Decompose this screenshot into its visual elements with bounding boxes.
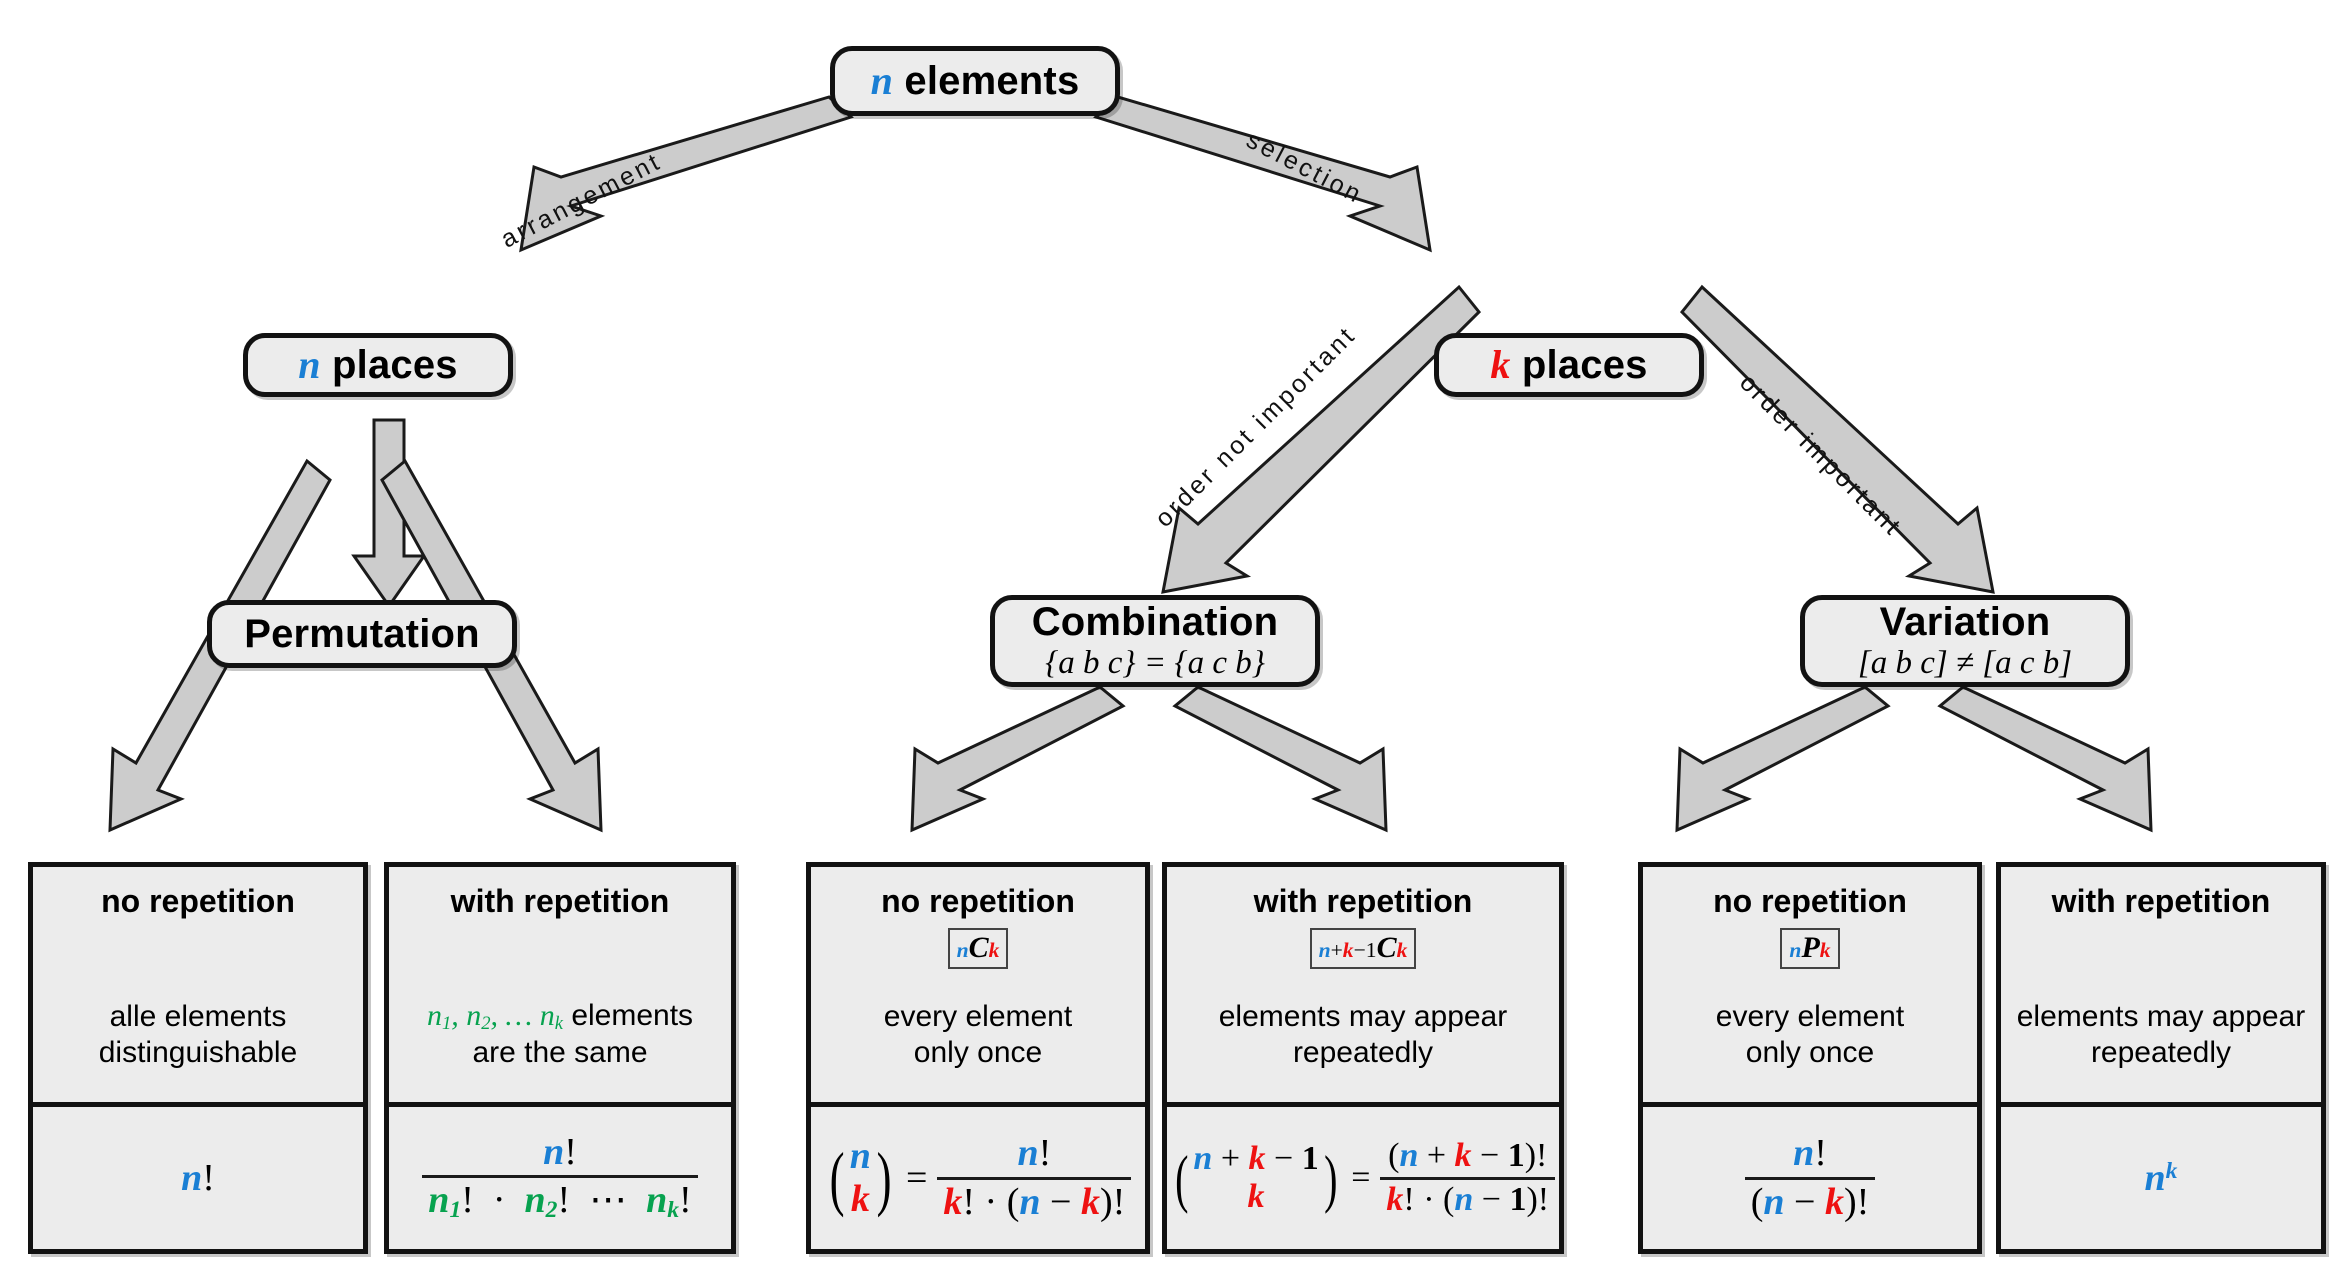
n-places-label: places — [332, 343, 458, 387]
node-combination-label: Combination — [1031, 599, 1279, 644]
leaf-description: elements may appear repeatedly — [2016, 999, 2306, 1070]
leaf-formula: n! — [181, 1157, 215, 1199]
node-n-places[interactable]: n places — [243, 333, 513, 397]
node-n-elements[interactable]: n elements — [830, 46, 1120, 116]
node-n-places-label: n places — [298, 342, 458, 387]
arrow-selection — [1093, 95, 1432, 253]
arrow-order-important — [1679, 284, 1995, 594]
root-var: n — [870, 58, 894, 103]
arrow-variation-no-repetition — [1675, 685, 1891, 833]
leaf-head: no repetition — [1713, 883, 1907, 919]
leaf-description: alle elements distinguishable — [98, 999, 298, 1070]
leaf-description: every element only once — [883, 999, 1073, 1070]
arrow-variation-with-repetition — [1937, 685, 2153, 833]
node-permutation-label: Permutation — [244, 612, 480, 656]
leaf-upper: no repetition nCk every element only onc… — [811, 867, 1145, 1107]
leaf-lower: n! n1! · n2! ⋯ nk! — [389, 1107, 731, 1249]
k-places-label: places — [1521, 343, 1648, 387]
node-permutation[interactable]: Permutation — [207, 600, 517, 668]
leaf-combination-with-repetition[interactable]: with repetition n+k−1Ck elements may app… — [1162, 862, 1564, 1254]
node-k-places[interactable]: k places — [1434, 333, 1704, 397]
leaf-upper: with repetition n+k−1Ck elements may app… — [1167, 867, 1559, 1107]
leaf-head: no repetition — [881, 883, 1075, 919]
node-k-places-label: k places — [1490, 342, 1648, 387]
leaf-head: no repetition — [101, 883, 295, 919]
leaf-description: elements may appear repeatedly — [1218, 999, 1508, 1070]
leaf-combination-no-repetition[interactable]: no repetition nCk every element only onc… — [806, 862, 1150, 1254]
leaf-formula: n! (n − k)! — [1744, 1133, 1876, 1222]
arrow-order-not-important — [1161, 284, 1482, 594]
leaf-symbol-npkm1Ck: n+k−1Ck — [1309, 928, 1417, 969]
leaf-upper: no repetition alle elements distinguisha… — [33, 867, 363, 1107]
leaf-upper: with repetition elements may appear repe… — [2001, 867, 2321, 1107]
leaf-symbol-nPk: nPk — [1780, 928, 1840, 969]
arrow-n-places-to-permutation — [351, 418, 427, 609]
node-variation[interactable]: Variation [a b c] ≠ [a c b] — [1800, 595, 2130, 687]
n-places-var: n — [298, 342, 321, 387]
arrow-combination-with-repetition — [1172, 685, 1388, 833]
leaf-variation-no-repetition[interactable]: no repetition nPk every element only onc… — [1638, 862, 1982, 1254]
leaf-symbol-nCk: nCk — [947, 928, 1009, 969]
leaf-permutation-no-repetition[interactable]: no repetition alle elements distinguisha… — [28, 862, 368, 1254]
leaf-upper: no repetition nPk every element only onc… — [1643, 867, 1977, 1107]
leaf-formula: n! n1! · n2! ⋯ nk! — [422, 1132, 698, 1224]
node-variation-example: [a b c] ≠ [a c b] — [1857, 644, 2073, 681]
leaf-description: every element only once — [1715, 999, 1905, 1070]
leaf-lower: ( n + k − 1 k ) = (n + k − 1)! k! · (n −… — [1167, 1107, 1559, 1249]
arrow-arrangement — [519, 95, 854, 253]
node-variation-label: Variation — [1879, 599, 2051, 644]
leaf-lower: n! — [33, 1107, 363, 1249]
leaf-formula: ( n + k − 1 k ) = (n + k − 1)! k! · (n −… — [1171, 1137, 1556, 1218]
arrow-combination-no-repetition — [910, 685, 1126, 833]
k-places-var: k — [1490, 342, 1511, 387]
leaf-head: with repetition — [1253, 883, 1473, 919]
node-combination-example: {a b c} = {a c b} — [1045, 644, 1265, 681]
node-n-elements-label: n elements — [870, 58, 1080, 103]
leaf-variation-with-repetition[interactable]: with repetition elements may appear repe… — [1996, 862, 2326, 1254]
leaf-head: with repetition — [450, 883, 670, 919]
leaf-lower: n! (n − k)! — [1643, 1107, 1977, 1249]
root-label: elements — [904, 59, 1080, 103]
leaf-head: with repetition — [2051, 883, 2271, 919]
node-combination[interactable]: Combination {a b c} = {a c b} — [990, 595, 1320, 687]
